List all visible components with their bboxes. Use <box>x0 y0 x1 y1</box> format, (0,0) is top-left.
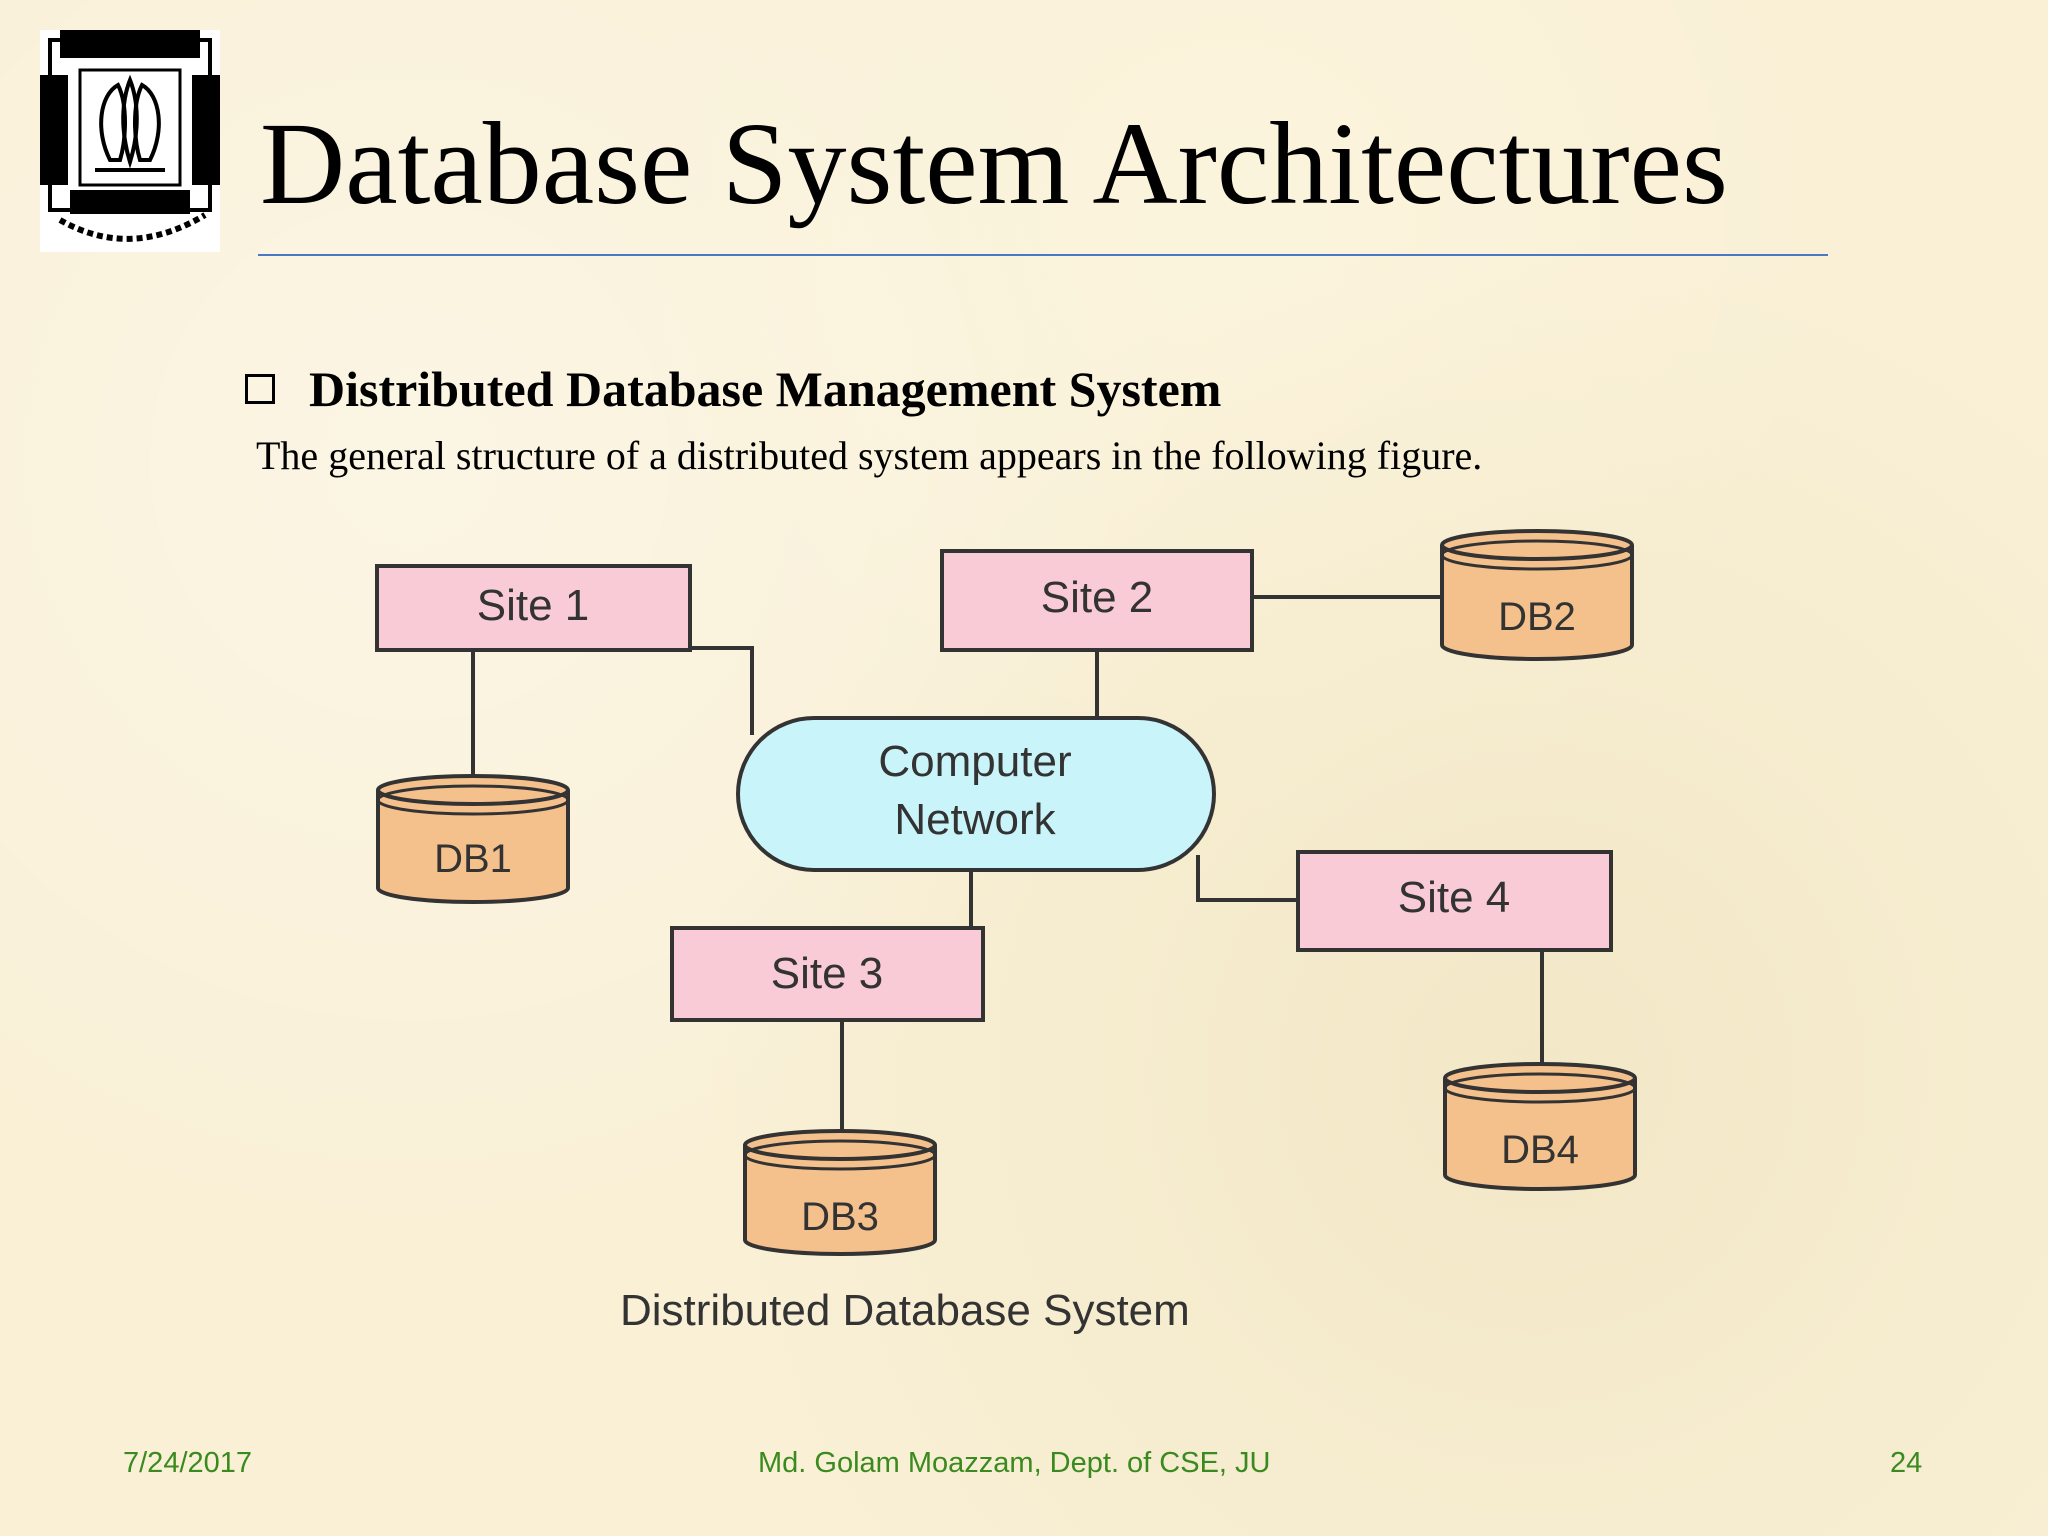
db3-label: DB3 <box>801 1195 879 1239</box>
title-divider <box>258 254 1828 256</box>
checkbox-bullet-icon <box>245 374 275 404</box>
bullet-heading: Distributed Database Management System <box>309 361 1222 417</box>
db1-cylinder: DB1 <box>376 774 570 904</box>
diagram-caption: Distributed Database System <box>620 1286 1190 1335</box>
footer-page-number: 24 <box>1890 1447 1923 1479</box>
site-4-label: Site 4 <box>1398 873 1511 922</box>
network-label-line-1: Computer <box>878 737 1071 786</box>
network-label-line-2: Network <box>894 795 1056 844</box>
db2-cylinder: DB2 <box>1440 529 1634 661</box>
connector-site1-network <box>690 646 754 735</box>
university-logo <box>40 30 220 252</box>
site-4-box: Site 4 <box>1296 850 1613 952</box>
site-1-label: Site 1 <box>477 581 590 630</box>
db4-label: DB4 <box>1501 1128 1579 1172</box>
db3-cylinder: DB3 <box>743 1129 937 1256</box>
site-3-label: Site 3 <box>771 949 884 998</box>
bullet-item: Distributed Database Management System <box>245 360 1221 418</box>
db2-label: DB2 <box>1498 595 1576 639</box>
site-2-label: Site 2 <box>1041 573 1154 622</box>
site-2-box: Site 2 <box>940 549 1254 652</box>
footer-author: Md. Golam Moazzam, Dept. of CSE, JU <box>758 1447 1271 1479</box>
connector-lines <box>471 595 1544 1135</box>
db1-label: DB1 <box>434 837 512 881</box>
footer-date: 7/24/2017 <box>123 1447 253 1479</box>
site-1-box: Site 1 <box>375 564 692 652</box>
db4-cylinder: DB4 <box>1443 1062 1637 1191</box>
connector-network-site4 <box>1196 855 1298 902</box>
computer-network-node: Computer Network <box>736 716 1216 872</box>
body-text: The general structure of a distributed s… <box>256 433 1483 478</box>
slide-title: Database System Architectures <box>260 98 1728 229</box>
site-3-box: Site 3 <box>670 926 985 1022</box>
